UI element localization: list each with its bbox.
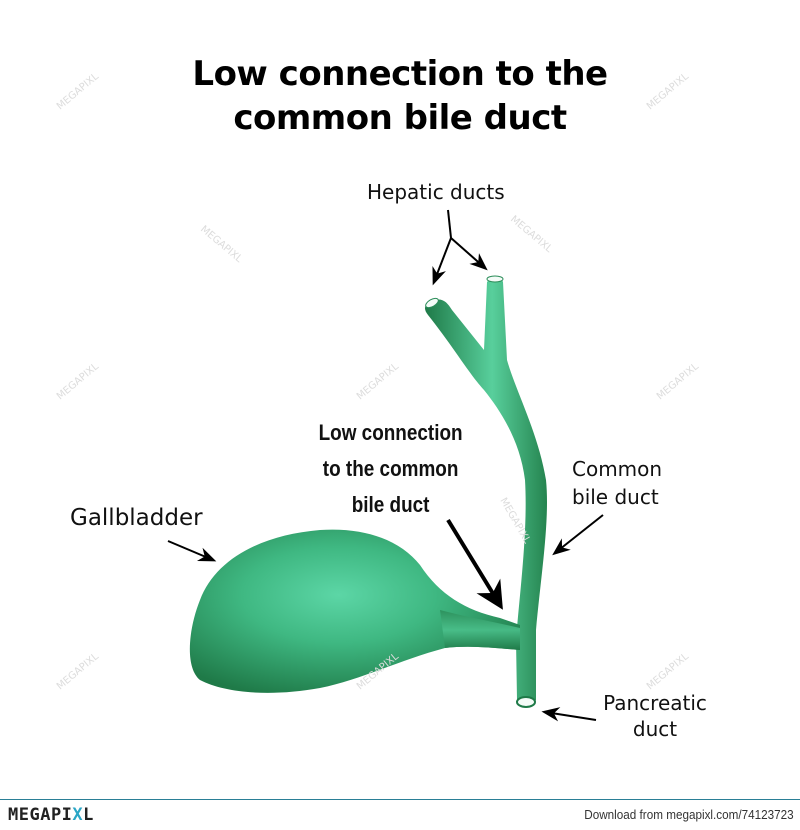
svg-text:MEGAPIXL: MEGAPIXL — [645, 71, 691, 112]
title-line-1: Low connection to the — [192, 54, 608, 94]
logo-suffix: L — [83, 805, 94, 825]
hepatic-ducts-label: Hepatic ducts — [367, 180, 505, 204]
common-bile-duct-label-line-1: Common — [572, 457, 663, 481]
svg-text:MEGAPIXL: MEGAPIXL — [55, 651, 101, 692]
title-line-2: common bile duct — [233, 98, 567, 138]
pancreatic-duct-label-line-1: Pancreatic — [603, 691, 707, 715]
common-bile-duct-label: Common bile duct — [572, 455, 662, 511]
gallbladder — [189, 529, 520, 693]
svg-text:MEGAPIXL: MEGAPIXL — [355, 361, 401, 402]
svg-text:MEGAPIXL: MEGAPIXL — [655, 361, 701, 402]
diagram-title: Low connection to the common bile duct — [0, 52, 800, 140]
low-connection-label-line-3: bile duct — [351, 492, 430, 517]
common-bile-duct-label-line-2: bile duct — [572, 485, 659, 509]
svg-text:MEGAPIXL: MEGAPIXL — [198, 224, 244, 265]
gallbladder-arrow — [167, 540, 217, 562]
low-connection-label-line-2: to the common — [322, 456, 459, 481]
hepatic-duct-opening-left — [425, 297, 439, 309]
svg-text:MEGAPIXL: MEGAPIXL — [55, 361, 101, 402]
logo-accent: X — [72, 805, 84, 825]
download-link[interactable]: Download from megapixl.com/74123723 — [584, 807, 794, 822]
low-connection-label: Low connection to the common bile duct — [296, 415, 485, 523]
pancreatic-duct-label-line-2: duct — [632, 717, 678, 741]
gallbladder-label: Gallbladder — [70, 505, 203, 531]
low-connection-label-line-1: Low connection — [318, 420, 463, 445]
pancreatic-duct-arrow — [541, 707, 597, 722]
hepatic-duct-opening-right — [486, 275, 504, 283]
low-connection-arrow — [446, 518, 503, 610]
footer-divider — [0, 799, 800, 800]
svg-text:MEGAPIXL: MEGAPIXL — [645, 651, 691, 692]
pancreatic-duct-opening — [516, 696, 536, 708]
megapixl-logo[interactable]: MEGAPIXL — [8, 805, 94, 825]
pancreatic-duct-label: Pancreatic duct — [599, 690, 711, 742]
svg-text:MEGAPIXL: MEGAPIXL — [508, 214, 554, 255]
common-bile-duct-arrow — [552, 514, 604, 556]
hepatic-ducts-arrows — [432, 209, 488, 286]
common-bile-duct — [425, 275, 547, 708]
logo-prefix: MEGAPI — [8, 805, 73, 825]
svg-text:MEGAPIXL: MEGAPIXL — [55, 71, 101, 112]
